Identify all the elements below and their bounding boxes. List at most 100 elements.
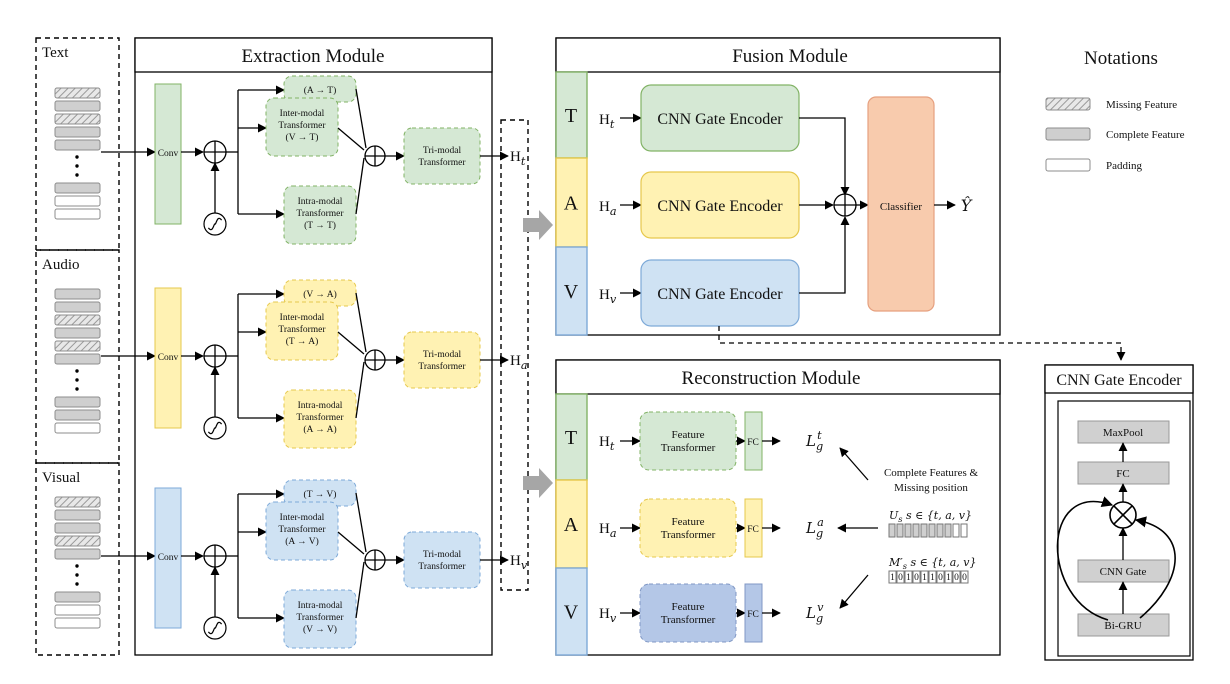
encoder-label-a: CNN Gate Encoder [657, 198, 783, 215]
h-output-text: Ht [510, 149, 526, 168]
mask-bit: 0 [938, 573, 943, 583]
symbol-subscript: t [610, 440, 615, 453]
feature-bar-complete [54, 126, 101, 138]
symbol-base: L [805, 432, 816, 450]
sine-wave-icon [207, 621, 223, 635]
classifier-label: Classifier [880, 201, 922, 213]
symbol-base: H [599, 434, 610, 450]
cross-label: (A → T) [304, 85, 337, 96]
loss-arrow-t [839, 447, 869, 481]
symbol-base: L [805, 604, 816, 622]
text-line: Inter-modal [280, 513, 325, 523]
cross-label: (V → A) [303, 289, 337, 300]
notation-swatch-0 [1045, 97, 1091, 111]
fusion-input-v: Hv [599, 287, 617, 306]
u-vector-cell [888, 523, 896, 538]
symbol-subscript: v [521, 559, 528, 572]
mask-bit: 0 [962, 573, 967, 583]
extraction-title: Extraction Module [242, 46, 385, 67]
text-line: Missing position [894, 482, 968, 494]
fc-label: FC [747, 610, 759, 620]
feature-bar-complete [54, 301, 101, 313]
h-output-audio: Ha [510, 353, 528, 372]
u-label: Us s ∈ {t, a, v} [889, 509, 972, 524]
u-part: U [889, 509, 899, 522]
mask-bit: 1 [930, 573, 935, 583]
fusion-input-a: Ha [599, 199, 617, 218]
feature-bar-missing [54, 340, 101, 352]
notation-label-0: Missing Feature [1106, 99, 1177, 111]
recon-side-v [555, 567, 588, 656]
dot [75, 387, 79, 391]
feature-bar-complete [54, 409, 101, 421]
inter-modal-block-text [265, 97, 339, 157]
symbol-base: H [599, 199, 610, 215]
symbol-subscript: t [521, 155, 526, 168]
inter-modal-block-audio [265, 301, 339, 361]
text-line: Feature [672, 429, 705, 441]
mask-cell [920, 570, 929, 584]
text-line: (V → T) [286, 132, 319, 143]
symbol-subscript: a [610, 205, 617, 218]
symbol-base: H [599, 287, 610, 303]
symbol-superscript: a [817, 516, 824, 529]
text-line: Transformer [418, 561, 466, 572]
dot [75, 378, 79, 382]
feature-transformer-a [639, 498, 737, 558]
dot [75, 164, 79, 168]
times-b [1113, 505, 1133, 525]
feature-bar-complete [54, 139, 101, 151]
feature-bar-missing [54, 87, 101, 99]
merge-3 [355, 157, 365, 215]
text-line: (T → A) [286, 336, 319, 347]
recon-input-v: Hv [599, 606, 617, 625]
fusion-output: Ŷ [961, 195, 973, 215]
cnn-gate-block-label: CNN Gate [1100, 566, 1147, 578]
merge-1 [355, 292, 367, 353]
text-line: Inter-modal [280, 109, 325, 119]
conv-block-visual [154, 487, 182, 629]
reconstruction-module-box [555, 359, 1001, 656]
text-line: (A → A) [303, 424, 336, 435]
skip-path-right [1134, 516, 1176, 619]
tri-modal-block-visual [403, 531, 481, 589]
feature-transformer-t [639, 411, 737, 471]
mask-bit: 0 [914, 573, 919, 583]
fusion-side-label-v: V [564, 281, 579, 303]
symbol-subscript: g [816, 527, 823, 540]
m-label: M′s s ∈ {t, a, v} [888, 556, 976, 571]
text-line: Transformer [278, 120, 326, 131]
dot [75, 369, 79, 373]
cross-label: (T → V) [304, 489, 337, 500]
mask-bit: 1 [946, 573, 951, 583]
symbol-subscript: a [521, 359, 528, 372]
conv-label: Conv [158, 353, 179, 363]
dot [75, 173, 79, 177]
merge-3 [355, 361, 365, 419]
mask-cell [944, 570, 953, 584]
symbol-base: L [805, 519, 816, 537]
u-part: s [898, 514, 902, 524]
fc-label: FC [747, 438, 759, 448]
m-part: s [903, 561, 907, 571]
merge-3 [355, 561, 365, 619]
symbol-superscript: t [817, 429, 822, 442]
input-box-text [35, 37, 120, 251]
input-label-text: Text [42, 45, 69, 61]
merge-1 [355, 88, 367, 149]
merge-2 [337, 127, 365, 151]
feature-bar-complete [54, 522, 101, 534]
encoder-label-v: CNN Gate Encoder [657, 286, 783, 303]
intra-modal-block-audio [283, 389, 357, 449]
notation-label-1: Complete Feature [1106, 129, 1185, 141]
text-line: Complete Features & [884, 467, 979, 479]
notation-swatch-2 [1045, 158, 1091, 172]
text-line: Tri-modal [423, 550, 462, 560]
